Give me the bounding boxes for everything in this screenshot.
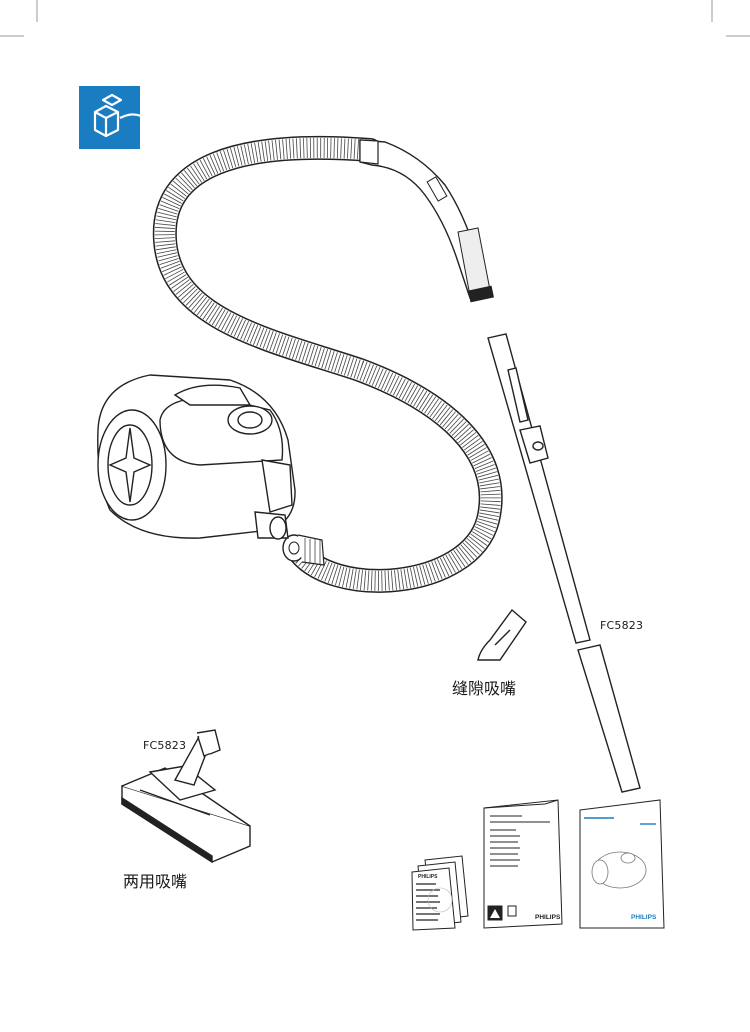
- crevice-nozzle: [477, 608, 527, 661]
- leaflet-brand: PHILIPS: [418, 874, 438, 880]
- crevice-nozzle-label: 缝隙吸嘴: [452, 679, 517, 698]
- unpack-box-icon: [79, 86, 152, 149]
- floor-nozzle-label: 两用吸嘴: [123, 872, 188, 891]
- safety-booklet: [483, 799, 563, 929]
- user-manual: [579, 799, 665, 929]
- telescopic-tube: [487, 333, 641, 793]
- safety-booklet-brand: PHILIPS: [535, 914, 561, 921]
- floor-nozzle-model-label: FC5823: [143, 739, 187, 752]
- user-manual-brand: PHILIPS: [631, 914, 657, 921]
- vacuum-cleaner-body: [97, 374, 296, 540]
- crop-marks: [0, 0, 750, 37]
- suction-hose: [152, 135, 503, 593]
- tube-model-label: FC5823: [600, 619, 644, 632]
- leaflet-document: [411, 855, 469, 931]
- floor-nozzle: [121, 729, 251, 864]
